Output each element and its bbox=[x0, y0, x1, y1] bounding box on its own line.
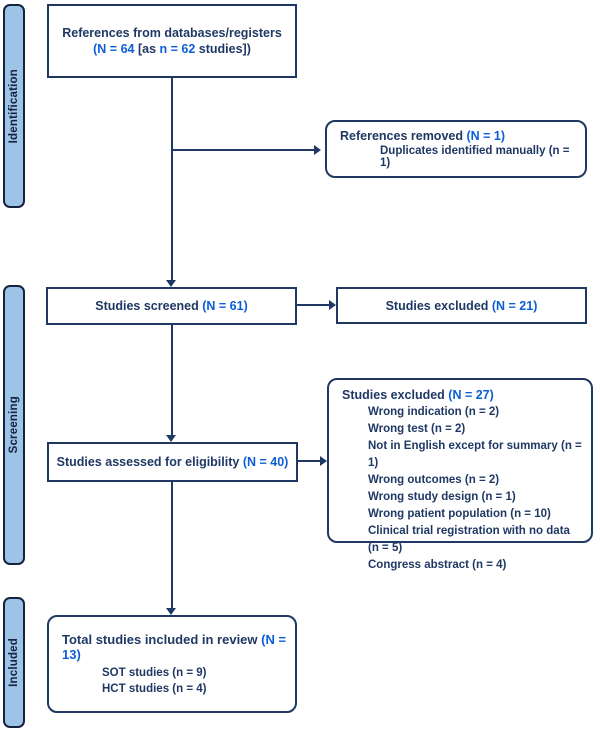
arrowhead-assessed bbox=[166, 435, 176, 442]
exclusion-reason: Congress abstract (n = 4) bbox=[368, 559, 507, 571]
connector-screened-to-excluded bbox=[297, 304, 329, 306]
arrowhead-excluded-reasons bbox=[320, 456, 327, 466]
arrowhead-removed bbox=[314, 145, 321, 155]
arrowhead-included bbox=[166, 608, 176, 615]
connector-to-removed bbox=[172, 149, 314, 151]
exclusion-reason: Wrong study design (n = 1) bbox=[368, 491, 516, 503]
stage-identification-label: Identification bbox=[8, 68, 20, 144]
box-studies-excluded-screening: Studies excluded (N = 21) bbox=[336, 287, 587, 324]
box-total-included: Total studies included in review (N = 13… bbox=[47, 615, 297, 713]
excluded-screening-label: Studies excluded (N = 21) bbox=[385, 298, 538, 313]
connector-screened-to-assessed bbox=[171, 325, 173, 435]
excluded-reasons-list: Wrong indication (n = 2) Wrong test (n =… bbox=[368, 404, 583, 574]
exclusion-reason: Wrong indication (n = 2) bbox=[368, 406, 500, 418]
screened-label: Studies screened (N = 61) bbox=[95, 299, 248, 313]
included-header: Total studies included in review (N = 13… bbox=[62, 631, 287, 662]
removed-detail: Duplicates identified manually (n = 1) bbox=[380, 145, 570, 169]
connector-identified-to-screened bbox=[171, 78, 173, 280]
box-references-removed: References removed (N = 1) Duplicates id… bbox=[325, 120, 587, 178]
exclusion-reason: Wrong patient population (n = 10) bbox=[368, 508, 551, 520]
box-studies-assessed: Studies assessed for eligibility (N = 40… bbox=[47, 442, 298, 482]
exclusion-reason: Not in English except for summary (n = 1… bbox=[368, 440, 582, 469]
stage-included: Included bbox=[3, 597, 25, 728]
connector-assessed-to-excluded bbox=[298, 460, 320, 462]
box-studies-screened: Studies screened (N = 61) bbox=[46, 287, 297, 325]
exclusion-reason: Clinical trial registration with no data… bbox=[368, 525, 570, 554]
stage-included-label: Included bbox=[8, 638, 20, 687]
arrowhead-excluded-screening bbox=[329, 300, 336, 310]
stage-screening: Screening bbox=[3, 285, 25, 565]
included-item: SOT studies (n = 9) bbox=[102, 666, 207, 679]
removed-header: References removed (N = 1) bbox=[340, 129, 506, 143]
box-references-identified: References from databases/registers (N =… bbox=[47, 4, 297, 78]
arrowhead-screened bbox=[166, 280, 176, 287]
assessed-label: Studies assessed for eligibility (N = 40… bbox=[56, 455, 289, 469]
exclusion-reason: Wrong outcomes (n = 2) bbox=[368, 474, 500, 486]
connector-assessed-to-included bbox=[171, 482, 173, 608]
stage-screening-label: Screening bbox=[8, 396, 20, 454]
included-item: HCT studies (n = 4) bbox=[102, 682, 207, 695]
references-line2: (N = 64 [as n = 62 studies]) bbox=[93, 42, 251, 56]
references-line1: References from databases/registers bbox=[62, 26, 282, 40]
box-studies-excluded-reasons: Studies excluded (N = 27) Wrong indicati… bbox=[327, 378, 593, 571]
stage-identification: Identification bbox=[3, 4, 25, 208]
exclusion-reason: Wrong test (n = 2) bbox=[368, 423, 466, 435]
excluded-reasons-header: Studies excluded (N = 27) bbox=[342, 388, 494, 402]
